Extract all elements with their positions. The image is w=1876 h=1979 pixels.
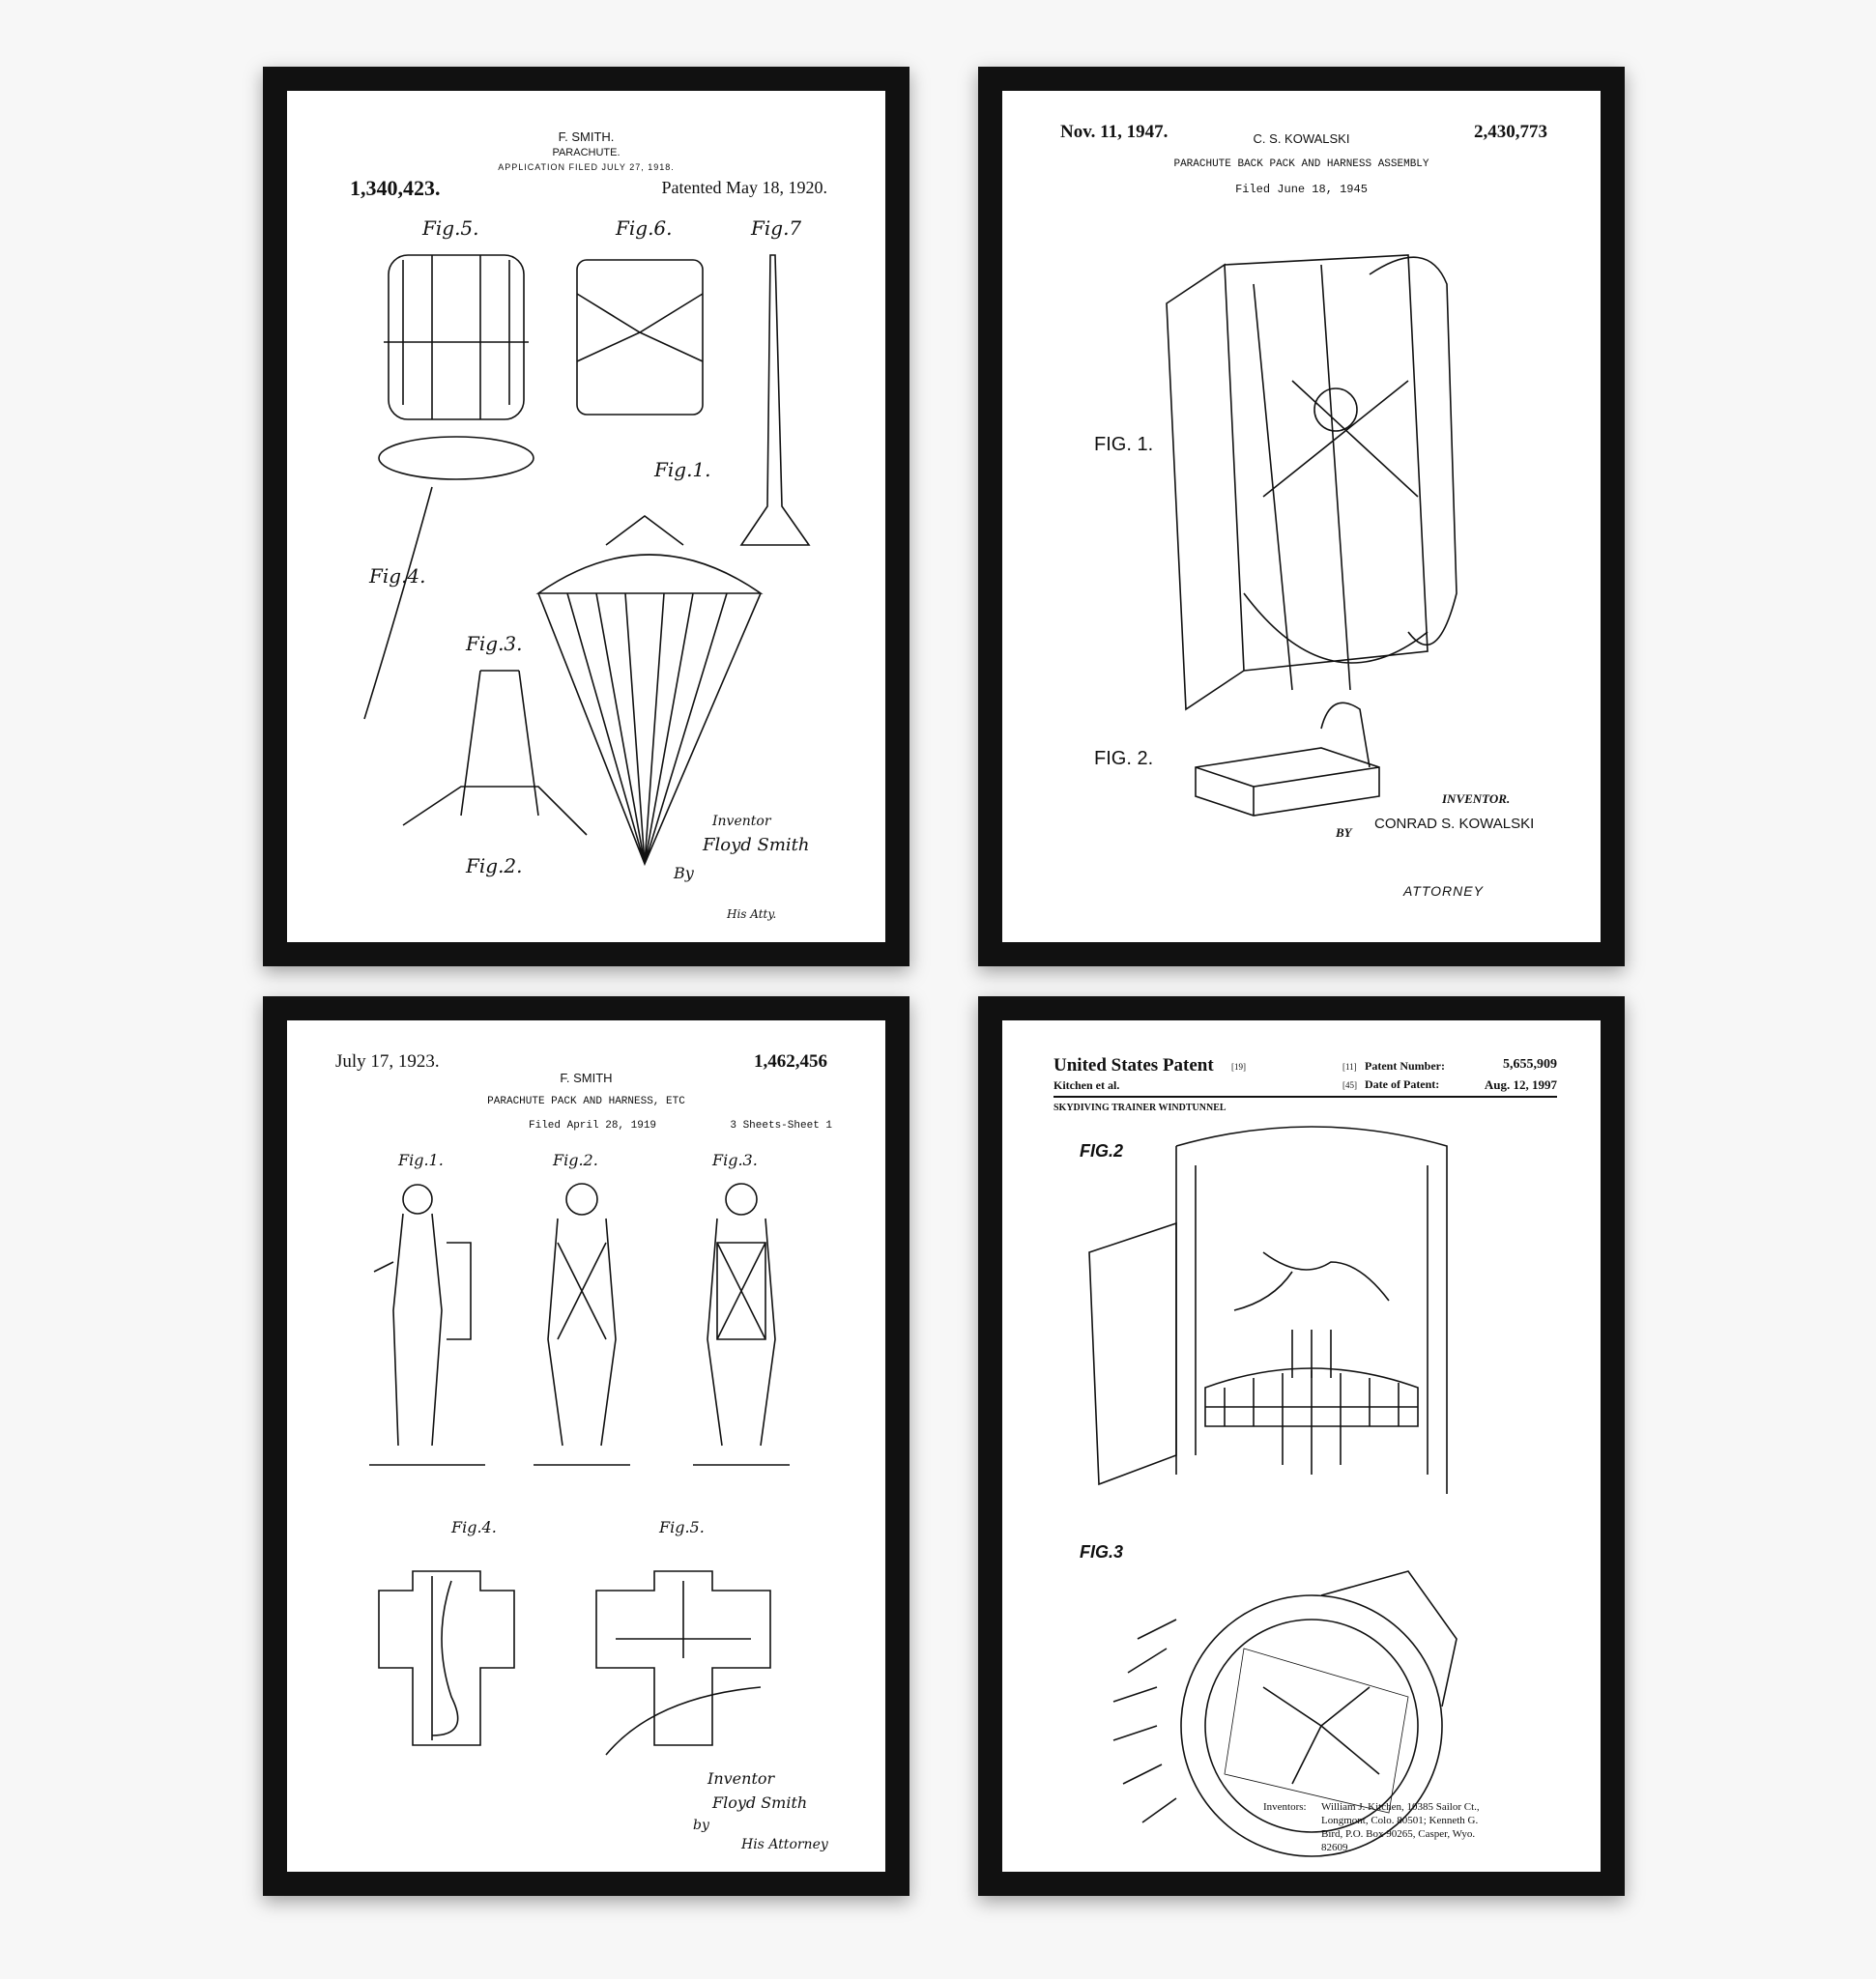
filed-date: Filed April 28, 1919: [529, 1120, 657, 1132]
attorney-label: ATTORNEY: [1403, 883, 1484, 899]
back-pack-drawing: [1166, 254, 1458, 817]
fig-label: Fig.2.: [553, 1151, 598, 1169]
patent-date: Aug. 12, 1997: [1484, 1077, 1557, 1092]
attorney-label: His Attorney: [741, 1837, 828, 1852]
date-ref: [45]: [1342, 1080, 1357, 1090]
patent-title: PARACHUTE BACK PACK AND HARNESS ASSEMBLY: [1173, 158, 1429, 170]
patent-number: 1,462,456: [754, 1051, 827, 1072]
patent-number-ref: [11]: [1342, 1062, 1357, 1072]
poster-paper: F. SMITH. PARACHUTE. APPLICATION FILED J…: [287, 91, 885, 942]
fig-label: Fig.3.: [712, 1151, 758, 1169]
parachute-drawing: [363, 254, 811, 867]
signature-name: Floyd Smith: [703, 835, 810, 855]
sheets-label: 3 Sheets-Sheet 1: [730, 1120, 832, 1132]
poster-paper: United States Patent [19] Kitchen et al.…: [1002, 1020, 1601, 1872]
poster-frame-windtunnel-1997: United States Patent [19] Kitchen et al.…: [978, 996, 1625, 1896]
signature-by: By: [674, 864, 694, 882]
fig-label: Fig.5.: [659, 1518, 705, 1536]
patent-header: United States Patent: [1053, 1055, 1214, 1076]
fig-label: FIG.2: [1080, 1141, 1124, 1161]
inventors-line: Bird, P.O. Box 90265, Casper, Wyo.: [1321, 1828, 1476, 1840]
patent-title: PARACHUTE.: [552, 147, 621, 158]
inventors-line: Longmont, Colo. 80501; Kenneth G.: [1321, 1815, 1479, 1826]
filed-date: APPLICATION FILED JULY 27, 1918.: [498, 162, 675, 172]
patent-date: July 17, 1923.: [335, 1051, 440, 1072]
fig-label: Fig.6.: [616, 216, 673, 240]
attorney-label: His Atty.: [727, 907, 777, 921]
fig-label: Fig.4.: [451, 1518, 497, 1536]
poster-paper: Nov. 11, 1947. C. S. KOWALSKI 2,430,773 …: [1002, 91, 1601, 942]
patent-number: 1,340,423.: [350, 176, 441, 200]
fig-label: FIG. 2.: [1094, 748, 1154, 769]
patent-title: PARACHUTE PACK AND HARNESS, ETC: [487, 1096, 685, 1107]
header-ref: [19]: [1231, 1062, 1246, 1072]
harness-figures-drawing: [369, 1183, 790, 1756]
assignee-line: Kitchen et al.: [1053, 1078, 1120, 1092]
fig-label: FIG.3: [1080, 1542, 1124, 1562]
inventor-header: C. S. KOWALSKI: [1253, 131, 1350, 146]
fig-label: Fig.5.: [422, 216, 479, 240]
signature-name: CONRAD S. KOWALSKI: [1374, 816, 1535, 832]
signature-by: BY: [1336, 825, 1352, 840]
fig-label: Fig.2.: [466, 854, 523, 877]
fig-label: Fig.1.: [398, 1151, 444, 1169]
poster-frame-back-pack-1947: Nov. 11, 1947. C. S. KOWALSKI 2,430,773 …: [978, 67, 1625, 966]
poster-frame-pack-harness-1923: July 17, 1923. F. SMITH 1,462,456 PARACH…: [263, 996, 909, 1896]
windtunnel-drawing: [1088, 1126, 1458, 1857]
fig-label: Fig.1.: [654, 458, 711, 481]
fig-label: FIG. 1.: [1094, 434, 1154, 455]
poster-paper: July 17, 1923. F. SMITH 1,462,456 PARACH…: [287, 1020, 885, 1872]
inventors-label: Inventors:: [1263, 1801, 1307, 1813]
signature-label: Inventor: [712, 814, 771, 829]
fig-label: Fig.3.: [466, 632, 523, 655]
inventor-header: F. SMITH.: [558, 129, 615, 144]
patented-date: Patented May 18, 1920.: [661, 178, 827, 197]
signature-by: by: [693, 1818, 709, 1833]
poster-frame-parachute-1920: F. SMITH. PARACHUTE. APPLICATION FILED J…: [263, 67, 909, 966]
fig-label: Fig.7: [751, 216, 802, 240]
patent-date: Nov. 11, 1947.: [1060, 122, 1169, 142]
patent-number-label: Patent Number:: [1365, 1059, 1445, 1073]
signature-label: INVENTOR.: [1442, 791, 1511, 806]
inventors-line: William J. Kitchen, 10385 Sailor Ct.,: [1321, 1801, 1480, 1813]
patent-number: 2,430,773: [1474, 122, 1547, 142]
patent-title: SKYDIVING TRAINER WINDTUNNEL: [1053, 1103, 1227, 1113]
signature-label: Inventor: [707, 1769, 775, 1788]
patent-number: 5,655,909: [1503, 1057, 1557, 1072]
inventors-line: 82609: [1321, 1842, 1348, 1853]
fig-label: Fig.4.: [369, 564, 426, 588]
header-divider: [1053, 1096, 1557, 1098]
inventor-header: F. SMITH: [560, 1071, 613, 1085]
filed-date: Filed June 18, 1945: [1235, 183, 1368, 196]
date-label: Date of Patent:: [1365, 1077, 1440, 1091]
signature-name: Floyd Smith: [712, 1793, 808, 1812]
